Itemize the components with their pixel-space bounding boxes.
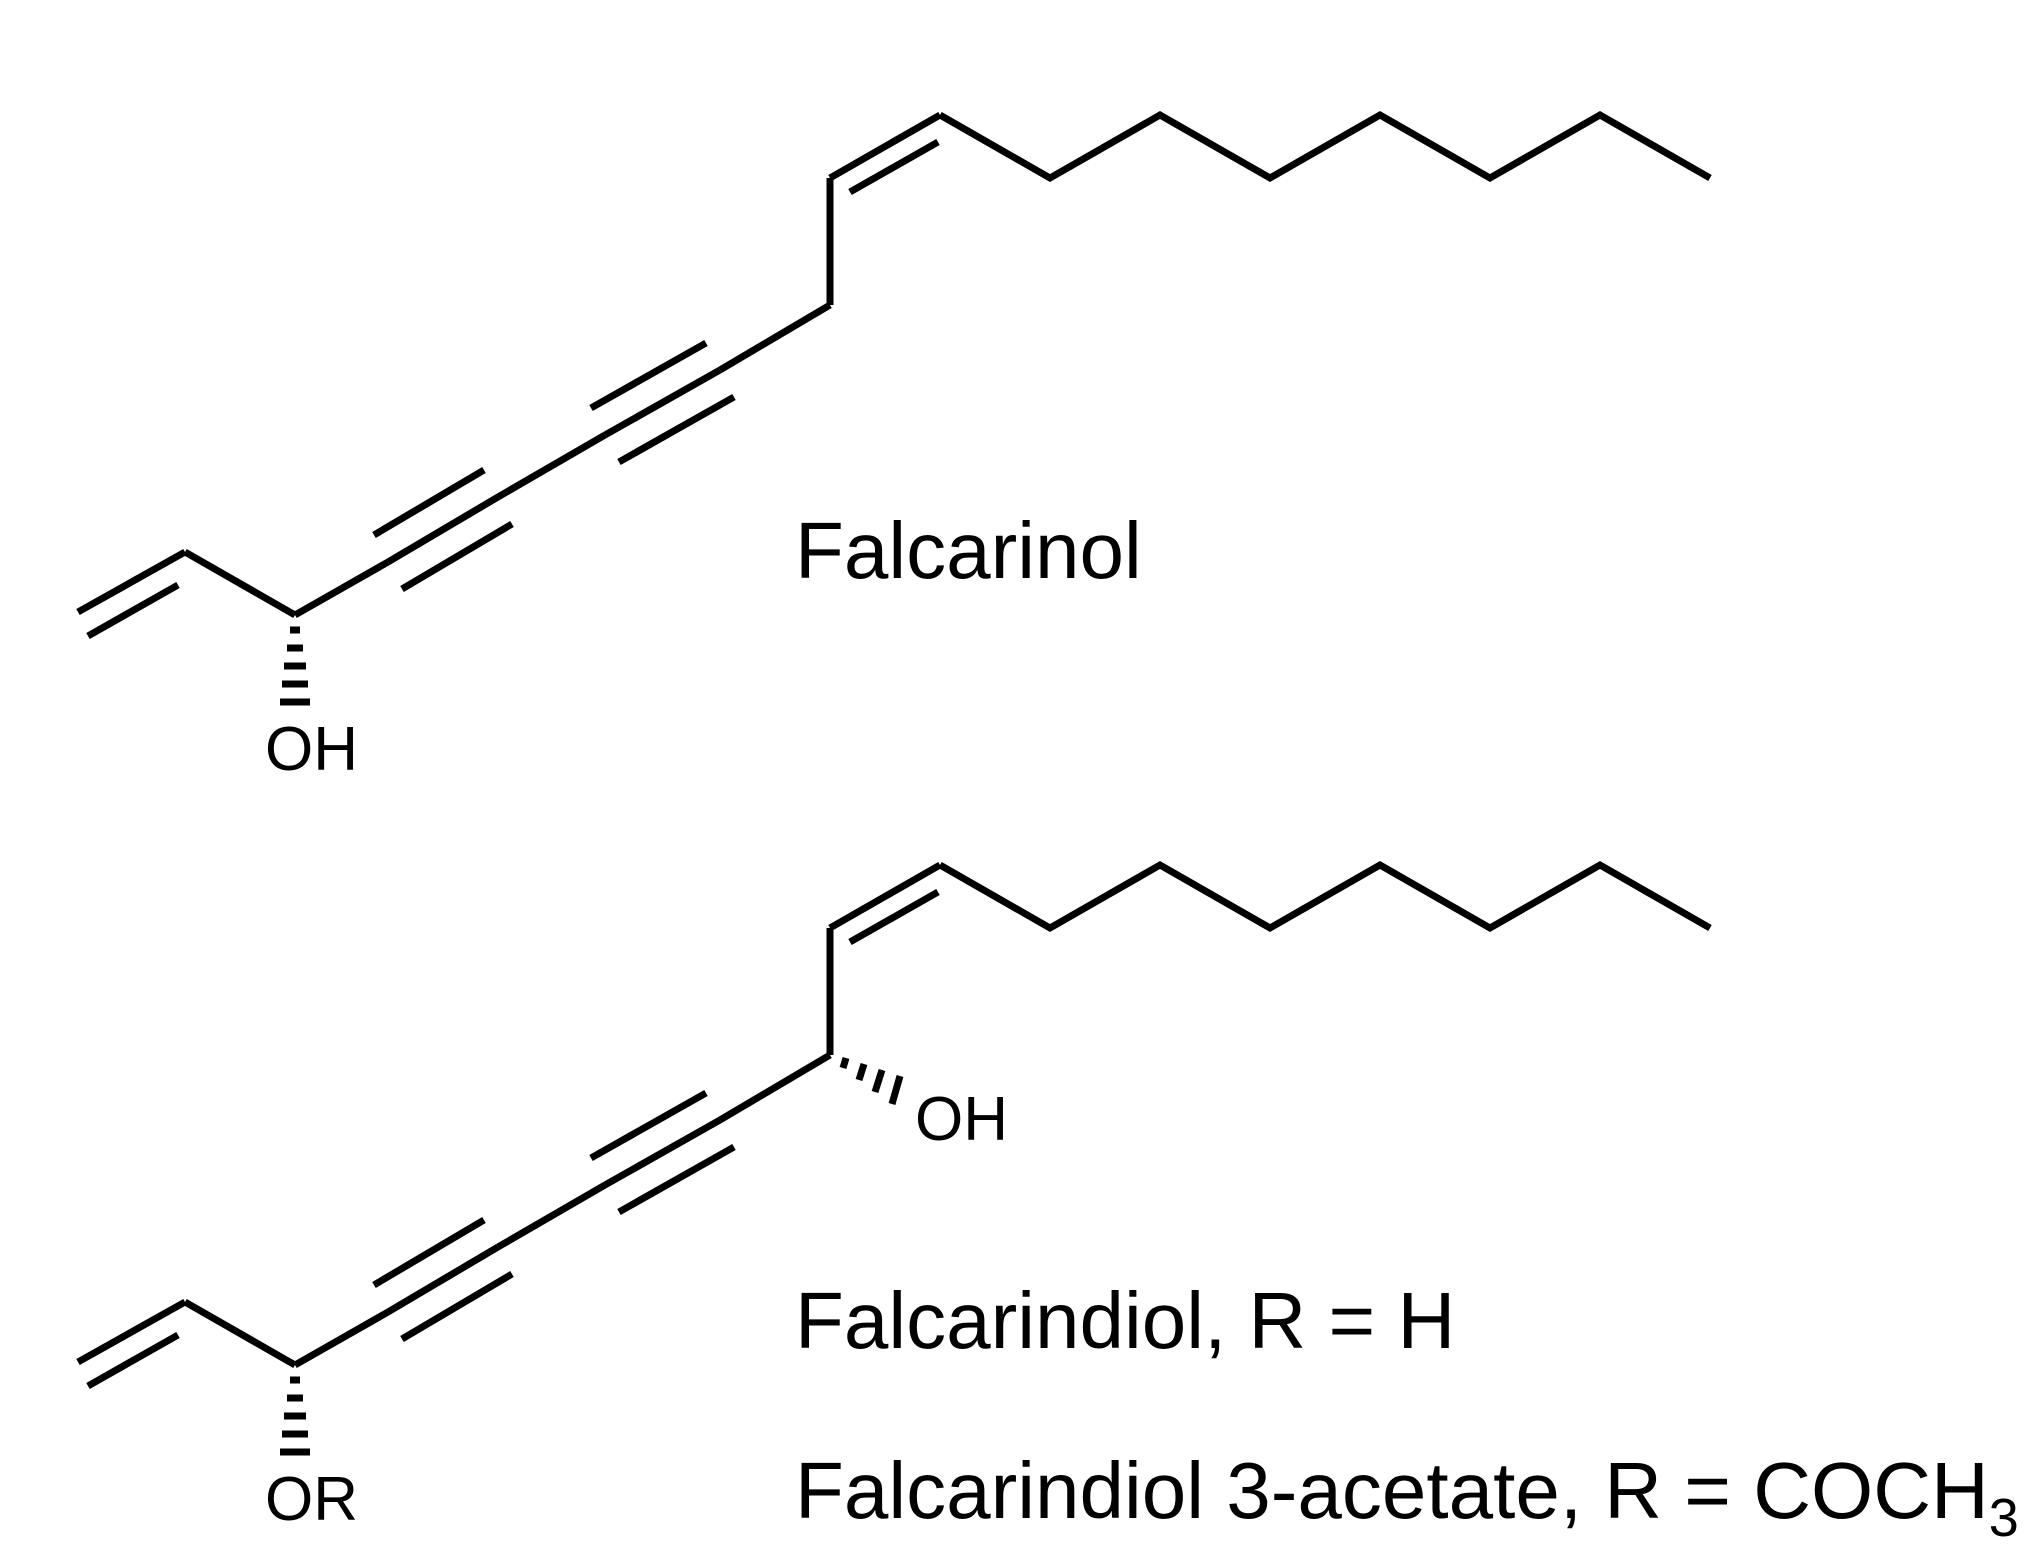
triple-bond-3c [372,1216,486,1289]
triple-bond-4b [617,1143,736,1216]
triple-bond-3b [400,1270,514,1343]
triple-bond-2c [589,339,708,412]
bond-c3-c4 [293,558,390,619]
bond-c2-c3-b [183,1298,297,1369]
bond-vinyl-1 [76,548,187,616]
bond-vinyl-2b [86,1331,180,1390]
triple-bond-1c [372,466,486,539]
hashed-wedge-oh [280,626,310,706]
falcarindiol-caption: Falcarindiol, R = H [795,1276,1455,1365]
alkyl-chain-1 [938,110,1712,183]
bond-c5-c6 [496,431,607,501]
oh-label-c8: OH [915,1085,1008,1154]
acetate-caption-subscript: 3 [1989,1488,2019,1548]
triple-bond-4c [589,1089,708,1162]
hashed-wedge-oh-c8 [839,1056,904,1105]
falcarindiol-acetate-caption: Falcarindiol 3-acetate, R = COCH3 [795,1446,2019,1548]
falcarindiol-structure: OH OR Falcarindiol, R = H Falcarindiol 3… [76,860,2019,1548]
bond-c3-c4-b [293,1308,390,1369]
or-label: OR [265,1465,358,1534]
falcarinol-caption: Falcarinol [795,506,1142,595]
triple-bond-4a [603,1116,722,1189]
bond-c7-c8-b [718,1051,832,1124]
cis-double-bond-c [828,861,942,932]
oh-label: OH [265,715,358,784]
bond-c7-c8 [718,301,832,374]
triple-bond-1a [386,493,500,566]
bond-c2-c3 [183,548,297,619]
bond-vinyl-2 [76,1298,187,1366]
alkyl-chain-2 [938,860,1712,933]
bond-c5-c6-b [496,1181,607,1251]
falcarinol-structure: OH Falcarinol [76,110,1712,784]
bond-vinyl-1b [86,581,180,640]
cis-double-bond-a [828,111,942,182]
hashed-wedge-or [280,1376,310,1456]
cis-double-bond-d [848,888,940,946]
acetate-caption-main: Falcarindiol 3-acetate, R = COCH [795,1446,1989,1535]
triple-bond-3a [386,1243,500,1316]
triple-bond-2b [617,393,736,466]
triple-bond-2a [603,366,722,439]
cis-double-bond-b [848,138,940,196]
triple-bond-1b [400,520,514,593]
